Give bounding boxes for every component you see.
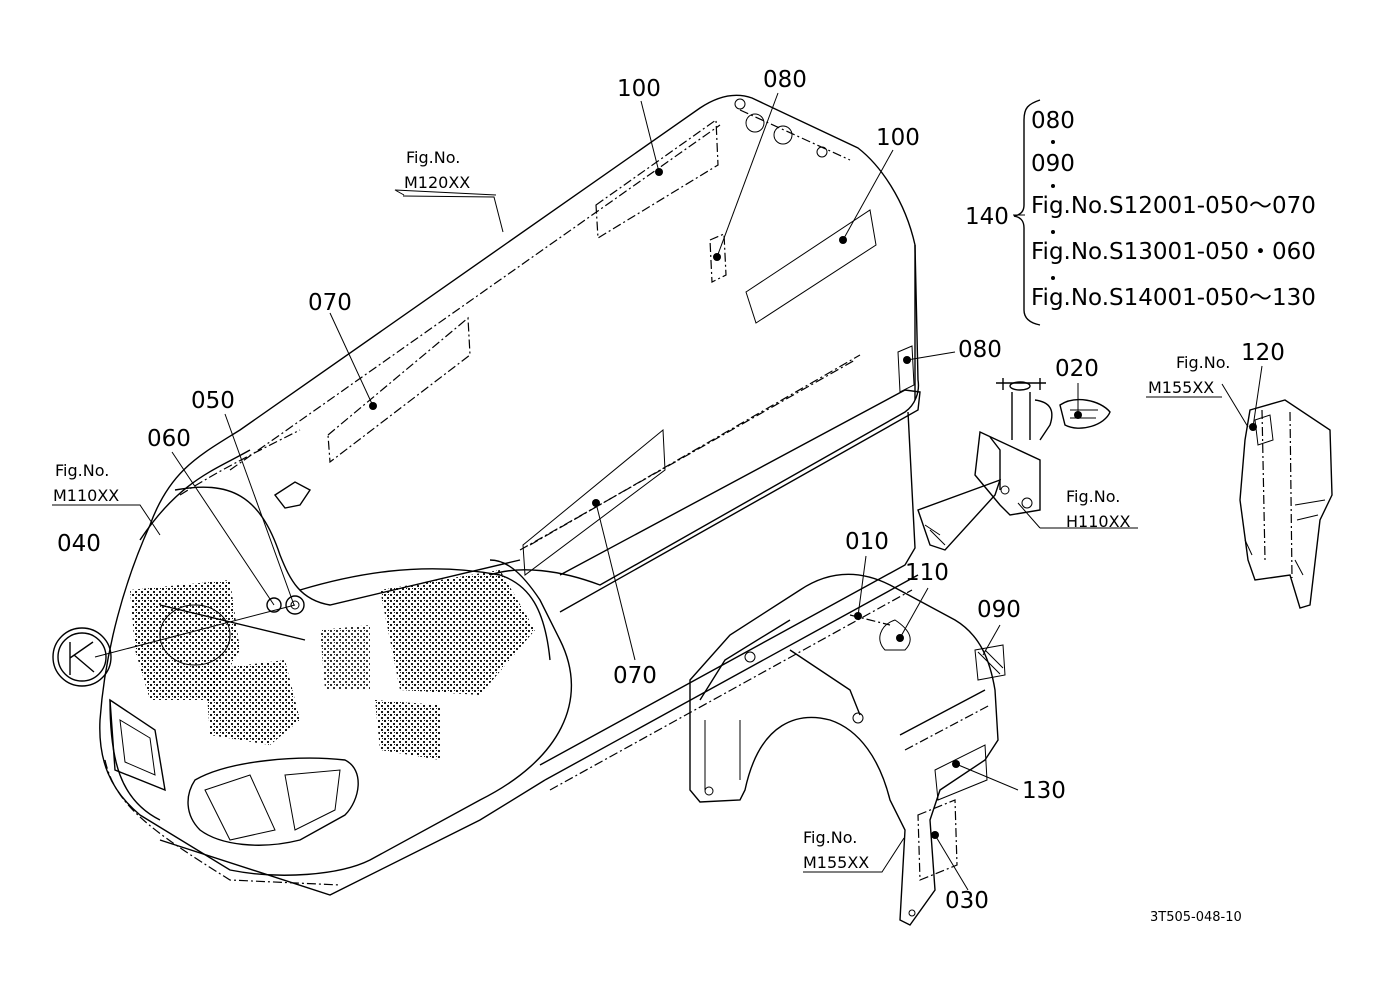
legend-line-4: Fig.No.S13001-050・060 bbox=[1031, 239, 1316, 265]
figref-label-bracket: Fig.No. bbox=[1066, 487, 1120, 506]
figref-code-front: M110XX bbox=[53, 486, 119, 505]
bracket-drawing-h110 bbox=[917, 378, 1111, 551]
figref-code-fender: M155XX bbox=[803, 853, 869, 872]
callout-020: 020 bbox=[1055, 356, 1099, 382]
figref-label-fender: Fig.No. bbox=[803, 828, 857, 847]
legend-line-5: Fig.No.S14001-050～130 bbox=[1031, 285, 1316, 311]
figref-code-panel: M155XX bbox=[1148, 378, 1214, 397]
callout-120: 120 bbox=[1241, 340, 1285, 366]
callout-060: 060 bbox=[147, 426, 191, 452]
hood-drawing bbox=[99, 94, 921, 896]
legend-140: 080 090 Fig.No.S12001-050～070 Fig.No.S13… bbox=[1031, 108, 1316, 311]
side-panel-drawing bbox=[1239, 399, 1333, 609]
callout-080-top: 080 bbox=[763, 67, 807, 93]
figref-label-hood: Fig.No. bbox=[406, 148, 460, 167]
fender-drawing bbox=[689, 573, 1006, 926]
legend-line-2: 090 bbox=[1031, 151, 1075, 177]
callout-100-right: 100 bbox=[876, 125, 920, 151]
callout-040: 040 bbox=[57, 531, 101, 557]
callout-140: 140 bbox=[965, 204, 1009, 230]
callout-070-side: 070 bbox=[613, 663, 657, 689]
callout-070-hood: 070 bbox=[308, 290, 352, 316]
callout-030: 030 bbox=[945, 888, 989, 914]
callout-090: 090 bbox=[977, 597, 1021, 623]
legend-line-1: 080 bbox=[1031, 108, 1075, 134]
callout-050: 050 bbox=[191, 388, 235, 414]
callout-080-side: 080 bbox=[958, 337, 1002, 363]
callout-100-top: 100 bbox=[617, 76, 661, 102]
figref-label-front: Fig.No. bbox=[55, 461, 109, 480]
figref-code-hood: M120XX bbox=[404, 173, 470, 192]
callout-130: 130 bbox=[1022, 778, 1066, 804]
emblem-badge-040 bbox=[52, 627, 112, 687]
figref-code-bracket: H110XX bbox=[1066, 512, 1131, 531]
leader-lines bbox=[52, 92, 1263, 891]
figure-references: Fig.No. M120XX Fig.No. M110XX Fig.No. M1… bbox=[53, 148, 1230, 872]
callout-labels: 100 080 100 070 080 020 120 050 060 040 … bbox=[57, 67, 1285, 914]
legend-line-3: Fig.No.S12001-050～070 bbox=[1031, 193, 1316, 219]
figref-label-panel: Fig.No. bbox=[1176, 353, 1230, 372]
drawing-code: 3T505-048-10 bbox=[1150, 910, 1242, 925]
legend-brace bbox=[1013, 99, 1055, 326]
callout-010: 010 bbox=[845, 529, 889, 555]
callout-110: 110 bbox=[905, 560, 949, 586]
